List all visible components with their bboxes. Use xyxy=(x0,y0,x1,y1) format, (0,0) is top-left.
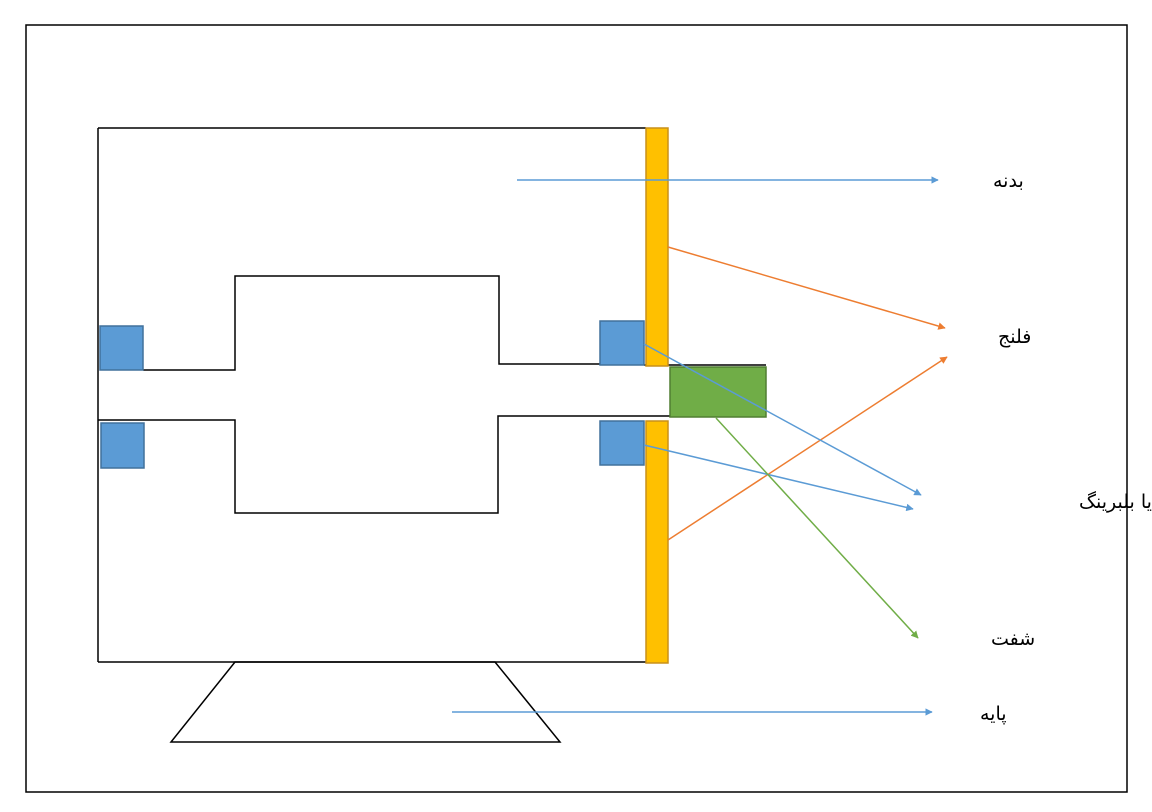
arrow-bearing-upper xyxy=(643,343,922,496)
label-bushing: بوش یا بلبرینگ xyxy=(1079,491,1152,513)
bearing-right-upper xyxy=(599,320,645,366)
label-body: بدنه xyxy=(993,170,1024,192)
arrow-bearing-lower xyxy=(643,444,914,512)
bearing-right-lower xyxy=(599,420,645,466)
outer-frame xyxy=(25,24,1128,793)
shaft xyxy=(669,366,767,418)
label-flange: فلنج xyxy=(998,326,1031,348)
arrow-flange-upper xyxy=(667,246,946,330)
bearing-left-upper xyxy=(99,325,144,371)
arrow-shaft xyxy=(715,417,919,639)
inner-cavity-upper xyxy=(143,275,600,371)
arrow-flange-lower xyxy=(667,356,948,541)
flange-lower xyxy=(645,420,669,664)
bearing-left-lower xyxy=(100,422,145,469)
label-shaft: شفت xyxy=(991,628,1035,650)
label-base: پایه xyxy=(980,703,1007,725)
base-stand xyxy=(169,661,562,743)
flange-upper xyxy=(645,127,669,367)
inner-cavity-lower xyxy=(98,415,670,514)
